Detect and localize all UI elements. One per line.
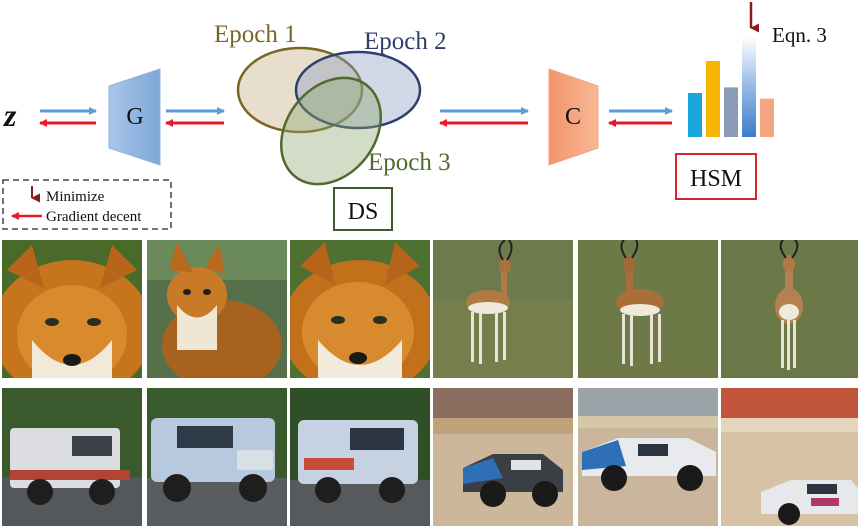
truck-2-image — [147, 388, 287, 526]
score-bar-4 — [742, 37, 756, 137]
classifier-label: C — [565, 104, 581, 130]
epoch-3-ellipse — [279, 76, 383, 186]
epoch-2-label: Epoch 2 — [364, 28, 447, 55]
score-bar-1 — [688, 93, 702, 137]
epoch-3-label: Epoch 3 — [368, 149, 451, 176]
epoch-1-label: Epoch 1 — [214, 21, 297, 48]
generator-label: G — [126, 104, 143, 130]
hsm-box — [675, 153, 757, 200]
generator-block — [108, 68, 161, 166]
epoch-1-ellipse — [236, 46, 364, 134]
racecar-2-image — [578, 388, 718, 526]
truck-3-image — [290, 388, 430, 526]
ds-label: DS — [348, 199, 379, 225]
racecar-3-image — [721, 388, 858, 526]
ds-box — [333, 187, 393, 231]
gazelle-3-image — [721, 240, 858, 378]
gazelle-2-image — [578, 240, 718, 378]
legend-gradient-label: Gradient decent — [46, 209, 142, 225]
fox-closeup-2-image — [290, 240, 430, 378]
score-bars — [688, 37, 774, 137]
eqn-label: Eqn. 3 — [772, 23, 827, 47]
legend-minimize-label: Minimize — [46, 189, 105, 205]
fox-sitting-image — [147, 240, 287, 378]
truck-1-image — [2, 388, 142, 526]
score-bar-5 — [760, 98, 774, 137]
hsm-label: HSM — [690, 166, 742, 192]
racecar-1-image — [433, 388, 573, 526]
gazelle-1-image — [433, 240, 573, 378]
z-label: z — [3, 97, 17, 133]
classifier-block — [548, 68, 599, 166]
score-bar-3 — [724, 87, 738, 137]
legend-box — [2, 179, 172, 230]
pipeline-diagram: z G Epoch 1 Epoch 2 Epoch 3 DS C — [2, 2, 827, 231]
score-bar-2 — [706, 61, 720, 137]
fox-closeup-image — [2, 240, 142, 378]
epoch-2-ellipse — [294, 50, 422, 130]
